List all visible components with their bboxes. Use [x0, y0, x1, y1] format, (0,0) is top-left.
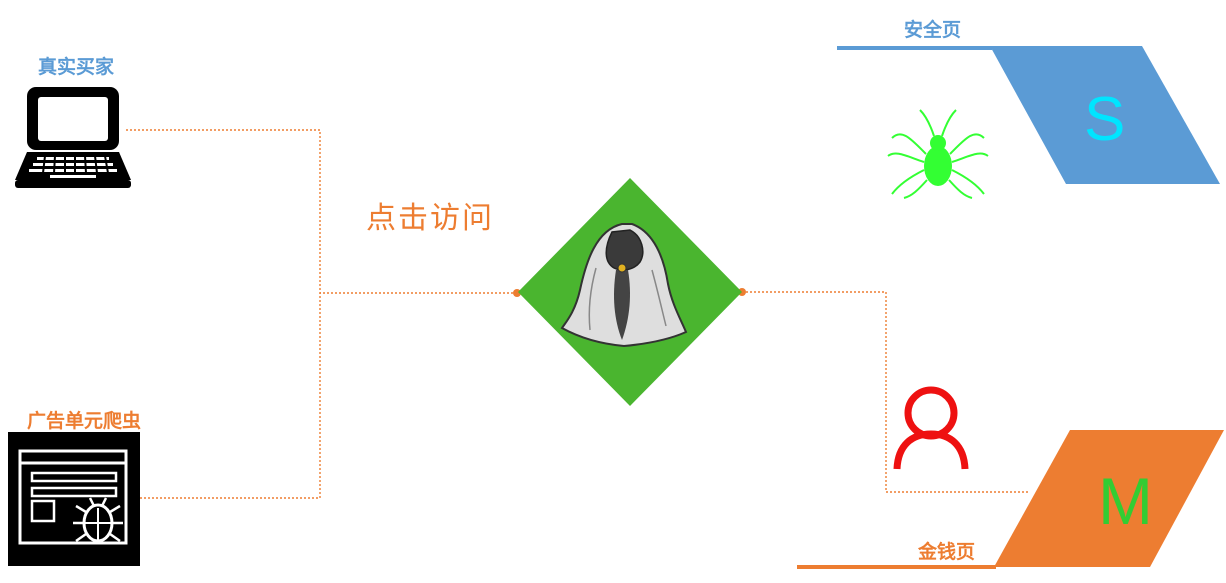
money-page-letter: M	[1098, 464, 1153, 538]
crawler-browser-icon	[8, 432, 140, 566]
cloak-icon	[560, 223, 688, 348]
connector-crawler	[140, 293, 321, 499]
click-visit-label: 点击访问	[366, 201, 494, 236]
money-page-label: 金钱页	[918, 541, 976, 563]
connectors	[126, 129, 1030, 499]
connector-buyer	[126, 129, 518, 294]
safe-page-shape	[990, 46, 1220, 184]
safe-page-label: 安全页	[904, 19, 962, 41]
spider-icon	[887, 109, 989, 199]
laptop-icon	[15, 87, 131, 188]
real-buyer-label: 真实买家	[38, 56, 115, 78]
person-icon	[893, 386, 969, 470]
safe-page-letter: S	[1084, 85, 1126, 154]
money-page-shape	[994, 430, 1224, 567]
ad-crawler-label: 广告单元爬虫	[27, 410, 142, 432]
connector-to-person	[742, 291, 1030, 493]
